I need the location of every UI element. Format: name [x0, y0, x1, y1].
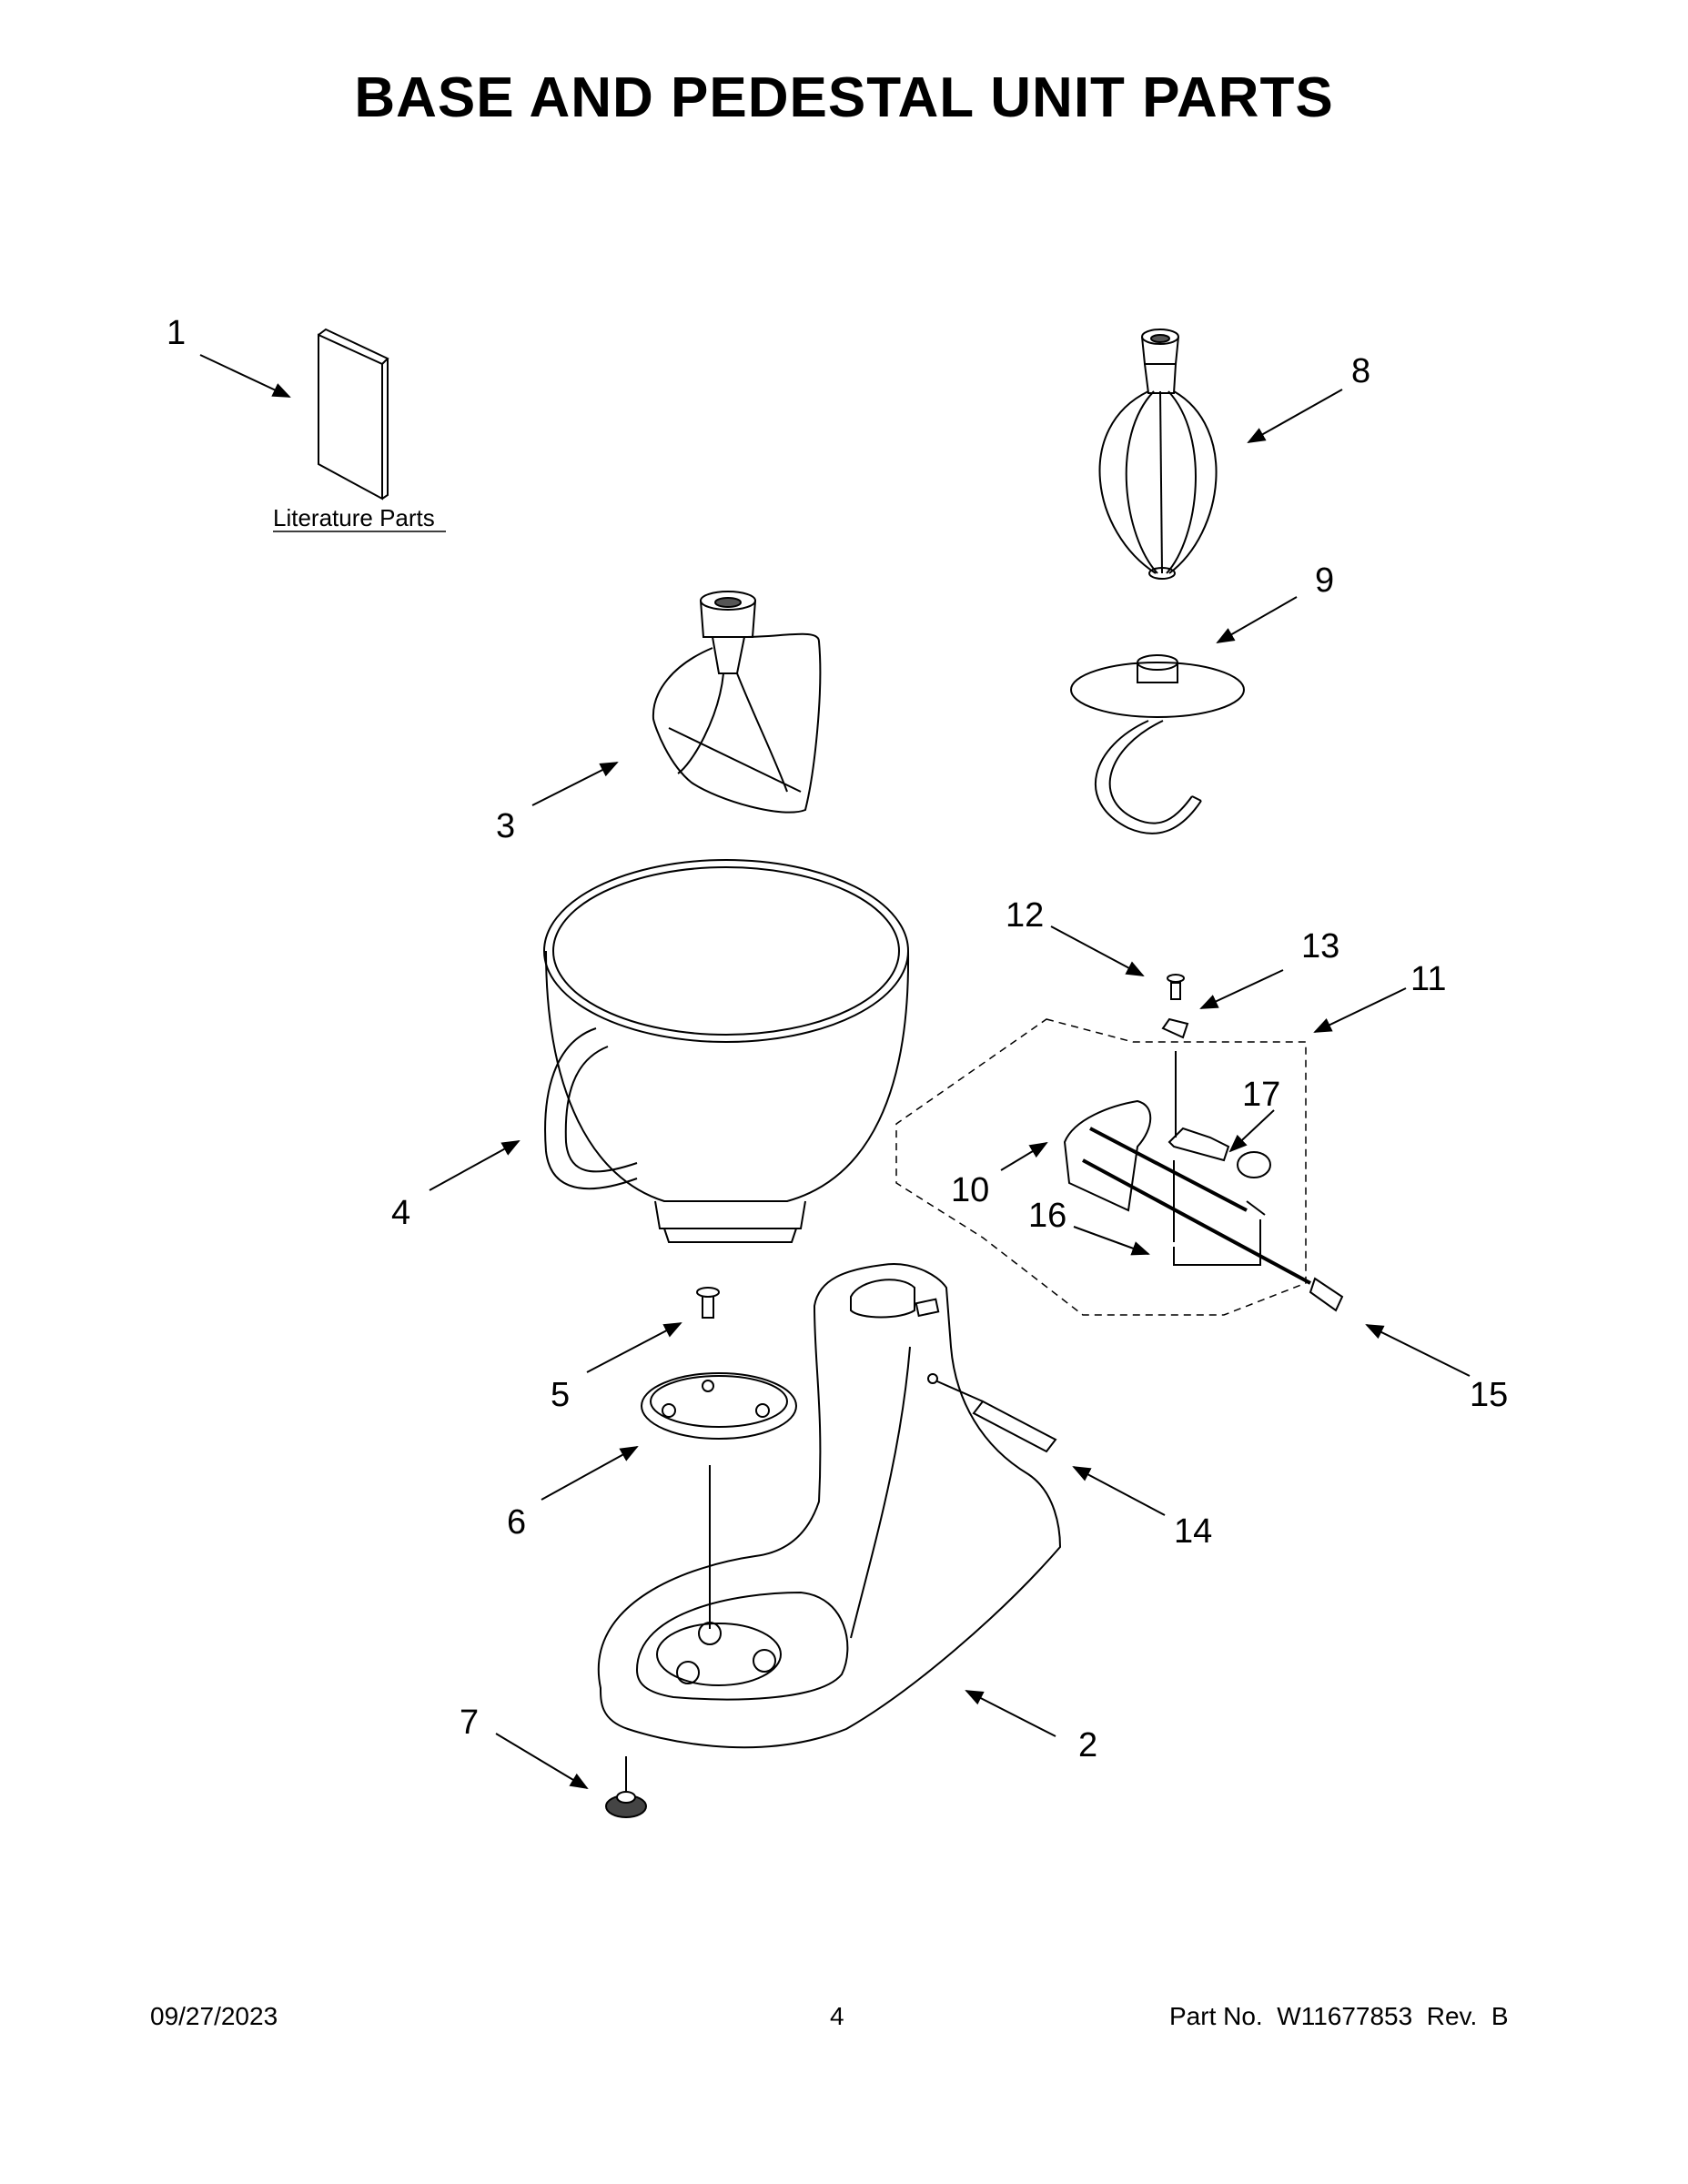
wire-whip-part — [1098, 329, 1218, 580]
literature-parts-label: Literature Parts — [273, 504, 435, 531]
callout-9: 9 — [1315, 561, 1334, 600]
leader-arrows — [199, 354, 1471, 1790]
flat-beater-part — [652, 591, 822, 814]
callout-17: 17 — [1242, 1076, 1280, 1114]
callout-3: 3 — [496, 807, 515, 845]
callout-2: 2 — [1078, 1726, 1097, 1764]
part-number: W11677853 — [1277, 2002, 1413, 2030]
part-label: Part No. — [1169, 2002, 1263, 2030]
callout-7: 7 — [460, 1704, 479, 1742]
hinge-pin-part — [936, 1380, 1057, 1453]
callout-14: 14 — [1174, 1512, 1212, 1551]
dough-hook-part — [1070, 654, 1245, 834]
pedestal-base-part — [597, 1263, 1062, 1749]
page-title: BASE AND PEDESTAL UNIT PARTS — [354, 66, 1334, 129]
callout-4: 4 — [391, 1194, 410, 1232]
bowl-clamp-plate-part — [641, 1372, 797, 1629]
callout-6: 6 — [507, 1503, 526, 1542]
callout-5: 5 — [551, 1376, 570, 1414]
callout-10: 10 — [951, 1171, 989, 1209]
rev-label: Rev. — [1426, 2002, 1478, 2030]
callout-8: 8 — [1351, 352, 1370, 390]
footer-part-number: Part No. W11677853 Rev. B — [1169, 2002, 1509, 2031]
callout-1: 1 — [167, 314, 186, 352]
footer-date: 09/27/2023 — [150, 2002, 278, 2030]
callout-15: 15 — [1470, 1376, 1508, 1414]
leveling-foot-part — [605, 1756, 647, 1818]
callout-11: 11 — [1410, 960, 1446, 998]
bowl-lift-assembly — [895, 974, 1344, 1316]
literature-booklet — [273, 328, 446, 532]
callout-12: 12 — [1006, 896, 1044, 935]
mixing-bowl-part — [543, 859, 910, 1243]
callout-16: 16 — [1028, 1197, 1066, 1235]
footer-page-number: 4 — [830, 2002, 844, 2030]
rev-value: B — [1491, 2002, 1509, 2030]
screw-part — [696, 1287, 720, 1319]
callout-13: 13 — [1301, 927, 1339, 966]
